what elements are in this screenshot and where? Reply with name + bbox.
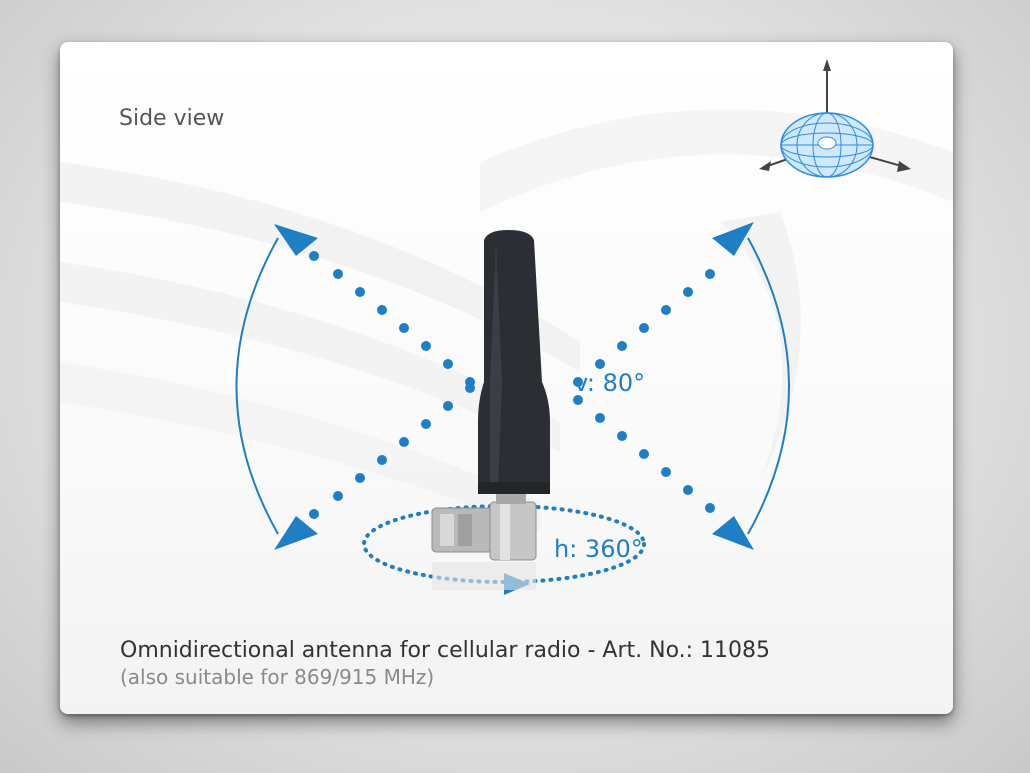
right-arc — [747, 237, 790, 535]
arrowhead-top-left — [274, 224, 318, 256]
antenna-diagram — [235, 222, 790, 595]
horizontal-angle-label: h: 360° — [554, 535, 643, 563]
arrowhead-top-right — [712, 222, 754, 256]
product-subtitle: (also suitable for 869/915 MHz) — [120, 665, 435, 689]
arrowhead-bottom-right — [712, 516, 754, 550]
antenna-body — [478, 230, 550, 494]
radiation-pattern-icon — [759, 59, 911, 178]
antenna-card: Side view — [60, 42, 953, 714]
left-arc — [235, 237, 279, 535]
arrowhead-bottom-left — [274, 516, 318, 550]
antenna-connector — [431, 494, 537, 590]
view-caption: Side view — [119, 106, 225, 131]
product-title: Omnidirectional antenna for cellular rad… — [120, 638, 771, 663]
vertical-angle-label: v: 80° — [574, 369, 646, 397]
dotted-diagonal-2 — [309, 269, 715, 519]
